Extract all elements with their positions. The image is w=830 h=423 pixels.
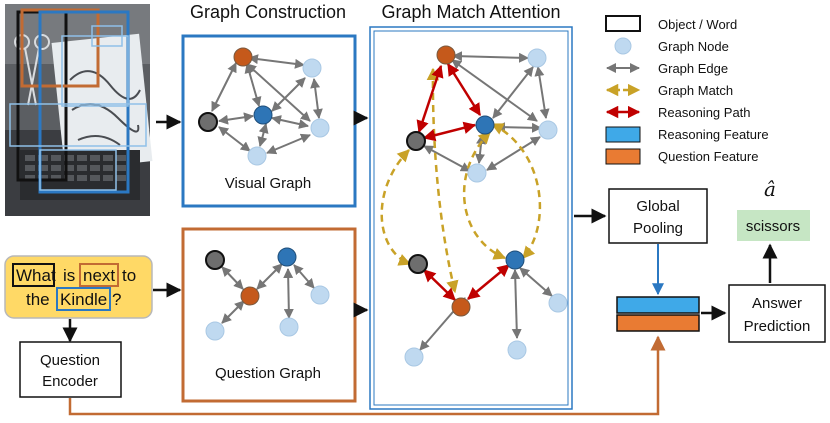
visual-node [310,118,330,138]
svg-text:Answer: Answer [752,295,802,312]
legend-label: Graph Node [658,39,729,54]
svg-text:Global: Global [636,198,679,215]
svg-text:Pooling: Pooling [633,220,683,237]
match-node-orange [451,297,471,317]
match-node [507,340,527,360]
question-graph-edges [221,263,315,324]
match-node-blue [475,115,495,135]
word-box-kindle [56,287,111,311]
question-node [279,317,299,337]
answer-output: scissors [737,210,810,241]
reasoning-feature-icon [605,126,641,143]
answer-symbol: â [764,177,776,201]
global-pooling-box: Global Pooling [608,188,708,244]
question-text-box: What is next to the Kindle ? [4,255,153,319]
graph-match-attention-heading: Graph Match Attention [381,2,560,22]
question-word: the [26,290,50,309]
visual-graph-label: Visual Graph [225,175,311,192]
visual-graph-edges [211,54,323,155]
match-node [538,120,558,140]
legend: Object / Word Graph Node Graph Edge Grap… [605,15,769,165]
match-node [467,163,487,183]
legend-label: Reasoning Feature [658,127,769,142]
reasoning-feature-bar [616,296,700,314]
visual-node [247,146,267,166]
legend-label: Reasoning Path [658,105,751,120]
match-node-blue [505,250,525,270]
question-node-orange [240,286,260,306]
question-graph-panel: Question Graph [181,227,357,403]
match-node [404,347,424,367]
visual-node-orange [233,47,253,67]
match-node [548,293,568,313]
reasoning-paths [416,62,510,301]
word-box-what [12,263,55,287]
question-feature-bar [616,314,700,332]
legend-label: Graph Edge [658,61,728,76]
question-word: is [63,266,75,285]
match-node-orange [436,45,456,65]
visual-node-blue [253,105,273,125]
visual-graph-panel: Visual Graph [181,34,357,208]
svg-text:scissors: scissors [746,218,800,235]
question-feature-icon [605,148,641,165]
question-word: next [83,266,115,285]
question-feature-path [68,335,666,416]
flow-arrows [62,110,778,343]
legend-label: Question Feature [658,149,758,164]
question-word: to [122,266,136,285]
word-box-next [79,263,119,287]
graph-match-panel [369,26,573,410]
visual-node [302,58,322,78]
svg-text:Question: Question [40,352,100,369]
match-node-gray [406,131,426,151]
legend-label: Object / Word [658,17,737,32]
object-box-question-feature [20,8,100,88]
input-image [5,4,153,216]
answer-prediction-box: Answer Prediction [728,284,826,343]
question-node [205,321,225,341]
svg-text:Encoder: Encoder [42,373,98,390]
graph-construction-heading: Graph Construction [190,2,346,22]
question-word: ? [112,290,121,309]
question-node [310,285,330,305]
match-node [527,48,547,68]
question-word: Kindle [60,290,107,309]
graph-node-icon [614,37,632,55]
question-node-gray [205,250,225,270]
svg-text:Prediction: Prediction [744,318,811,335]
visual-node-gray [198,112,218,132]
question-node-blue [277,247,297,267]
object-word-box-icon [605,15,641,32]
question-word: What [16,266,56,285]
question-encoder-box: Question Encoder [19,341,122,398]
legend-label: Graph Match [658,83,733,98]
match-node-gray [408,254,428,274]
question-graph-label: Question Graph [215,365,321,382]
